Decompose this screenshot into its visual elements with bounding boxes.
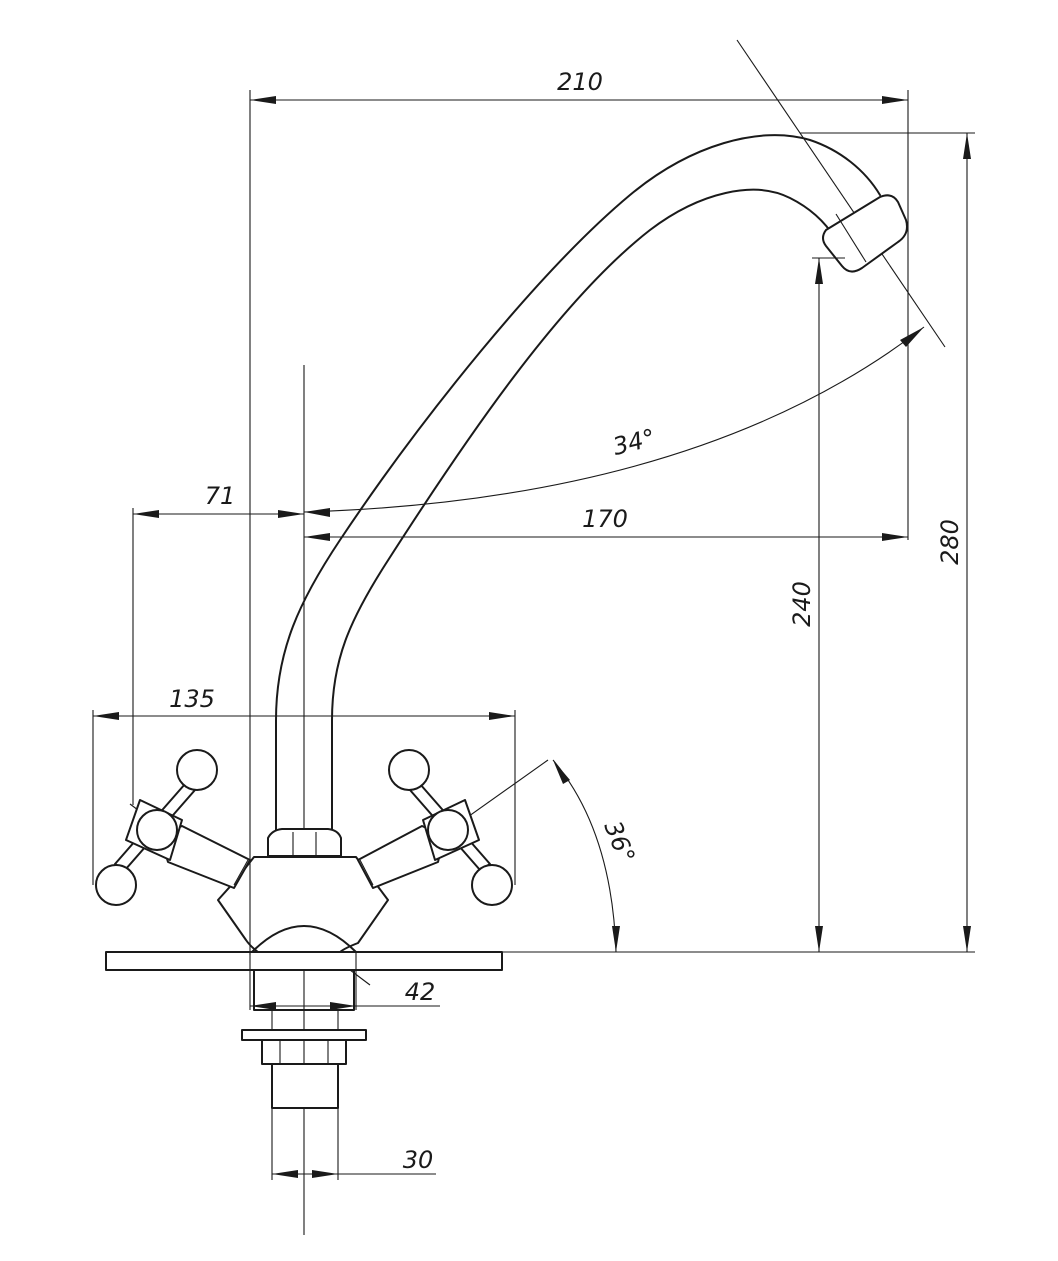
dimensions: 210 170 71 135 — [92, 68, 975, 1180]
dim-total-reach: 210 — [249, 68, 909, 955]
left-cross-handle — [95, 749, 218, 906]
dim-label-total-reach: 210 — [557, 68, 603, 96]
center-lines — [129, 39, 946, 1235]
dim-label-body-diameter: 42 — [405, 978, 436, 1006]
aerator-axis-line — [736, 39, 946, 348]
dim-label-shank-diameter: 30 — [403, 1146, 434, 1174]
dim-label-handle-angle: 36° — [598, 817, 640, 867]
dim-body-diameter: 42 — [249, 952, 440, 1010]
dim-label-spout-angle: 34° — [610, 424, 658, 461]
spout-inner-edge — [331, 188, 836, 833]
right-cross-handle — [388, 749, 513, 906]
shank-upper — [253, 969, 355, 1011]
left-top-knob — [176, 749, 218, 791]
dim-label-handle-offset: 71 — [205, 482, 236, 510]
dim-outlet-height: 240 — [788, 257, 845, 952]
dim-label-handles-span: 135 — [169, 685, 215, 713]
left-hub-cap — [136, 809, 178, 851]
right-top-knob — [388, 749, 430, 791]
faucet-body — [95, 134, 908, 1109]
right-arm-collar — [359, 859, 374, 886]
dim-total-height: 280 — [360, 132, 975, 953]
dim-spout-angle: 34° — [303, 326, 925, 517]
dim-handle-offset: 71 — [132, 482, 304, 805]
spout-outer-edge — [275, 134, 881, 833]
dim-label-spout-reach: 170 — [582, 505, 628, 533]
left-bottom-knob — [95, 864, 137, 906]
mounting-washer — [241, 1029, 367, 1041]
aerator-detail-line — [835, 213, 867, 263]
dim-spout-reach: 170 — [304, 505, 908, 541]
dim-label-total-height: 280 — [936, 519, 964, 565]
dim-handle-angle: 36° — [552, 759, 640, 953]
right-hub-cap — [427, 809, 469, 851]
valve-dome — [251, 925, 357, 953]
spout-hex-nut — [267, 828, 342, 857]
dim-handles-span: 135 — [92, 685, 516, 885]
valve-body — [217, 856, 389, 953]
left-arm-collar — [233, 859, 249, 886]
dim-shank-diameter: 30 — [271, 1108, 436, 1180]
dim-label-outlet-height: 240 — [788, 581, 816, 627]
deck-plate — [105, 951, 503, 971]
right-bottom-knob — [471, 864, 513, 906]
aerator — [822, 194, 908, 273]
shank-lower — [271, 1063, 339, 1109]
